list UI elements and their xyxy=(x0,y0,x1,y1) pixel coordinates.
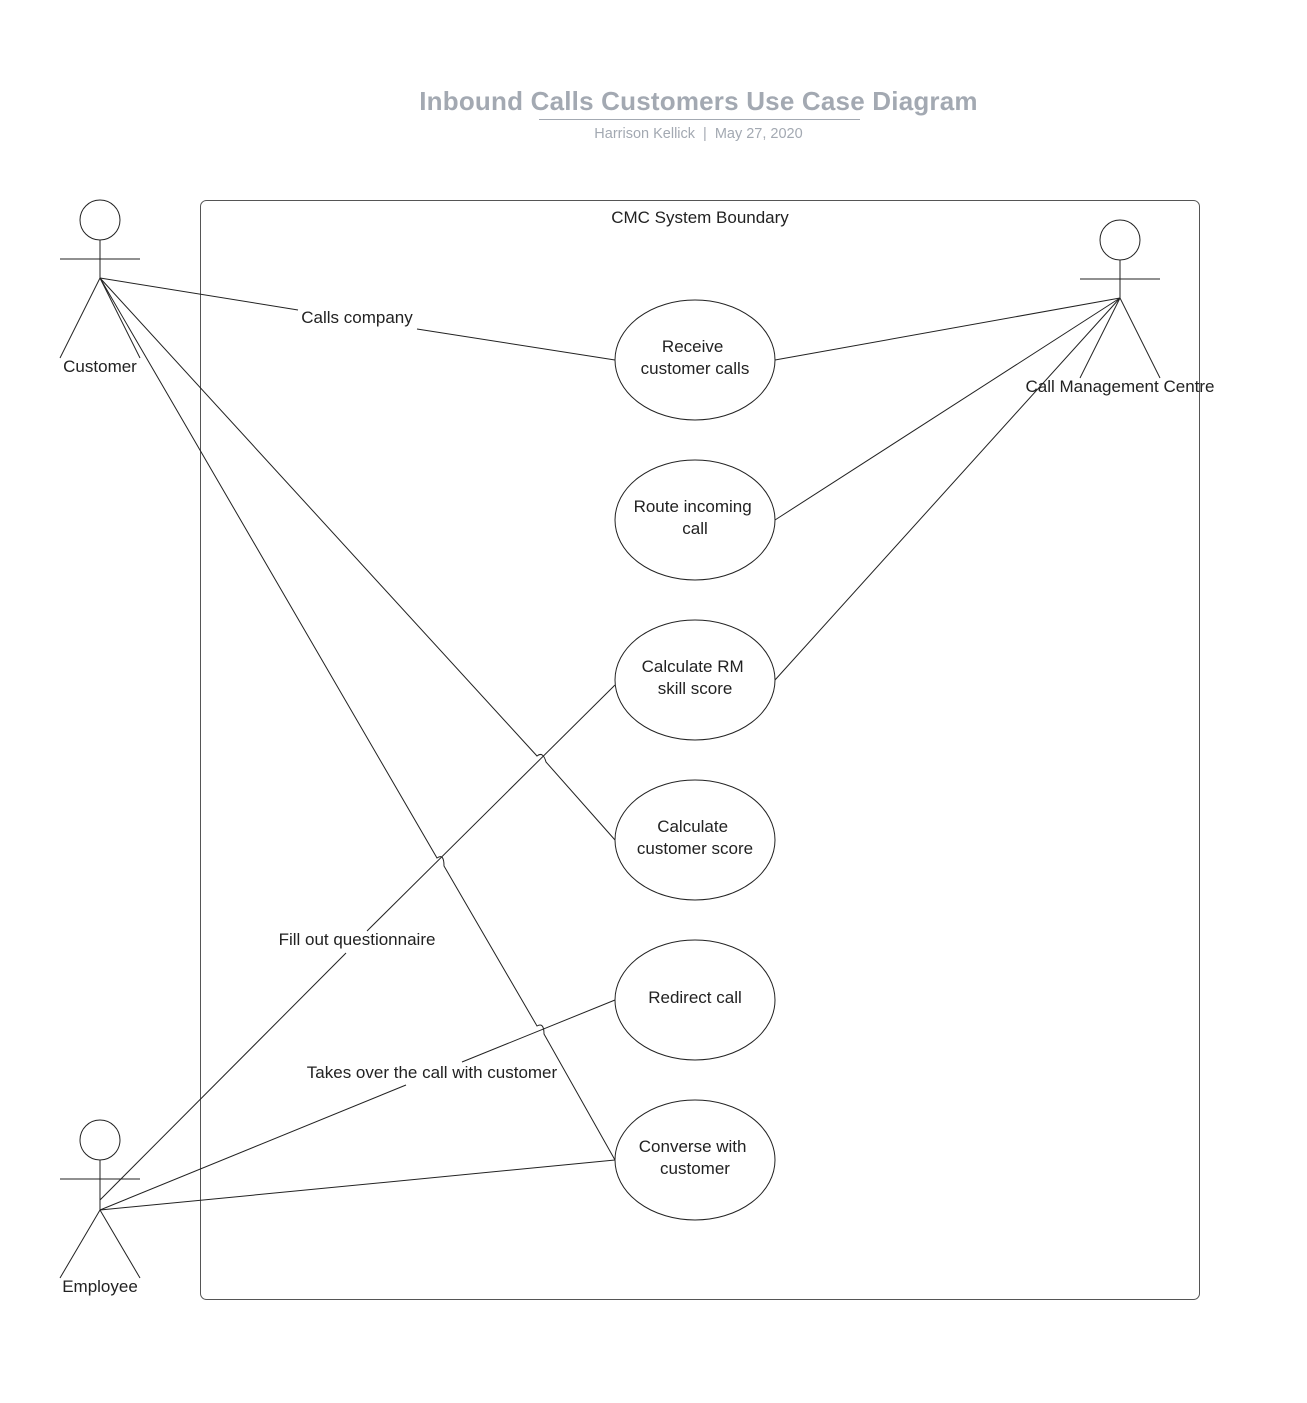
use-case-ellipse[interactable] xyxy=(614,1099,776,1221)
svg-text:Converse with customer: Converse with customer xyxy=(639,1137,751,1178)
diagram-header: Inbound Calls Customers Use Case Diagram xyxy=(0,84,1307,118)
use-case-converse[interactable]: Converse with customer xyxy=(614,1099,776,1221)
associations xyxy=(99,277,1121,1211)
use-case-ellipse[interactable] xyxy=(614,619,776,741)
use-case-redirect-call[interactable]: Redirect call xyxy=(614,939,776,1061)
actor-leg-left xyxy=(59,1209,101,1279)
actor-customer[interactable] xyxy=(59,199,141,359)
label-takes-over-call: Takes over the call with customer xyxy=(307,1063,558,1082)
actor-leg-right xyxy=(1119,297,1161,379)
actor-leg-right xyxy=(99,277,141,359)
actor-head-icon xyxy=(79,1119,121,1161)
assoc-employee-rmscore[interactable] xyxy=(99,952,347,1201)
actor-head-icon xyxy=(1099,219,1141,261)
system-boundary[interactable] xyxy=(200,200,1200,1300)
assoc-customer-custscore[interactable] xyxy=(99,277,616,841)
svg-text:Calculate customer score: Calculate customer score xyxy=(637,817,753,858)
assoc-centre-route[interactable] xyxy=(774,297,1121,521)
svg-text:Route incoming call: Route incoming call xyxy=(634,497,757,538)
actor-leg-left xyxy=(1079,297,1121,379)
use-case-line: customer xyxy=(660,1159,730,1178)
actor-customer-label: Customer xyxy=(63,357,137,376)
use-case-ellipse[interactable] xyxy=(614,299,776,421)
actor-employee-label: Employee xyxy=(62,1277,138,1296)
use-case-line: customer calls xyxy=(641,359,750,378)
svg-text:Receive customer calls: Receive customer calls xyxy=(641,337,750,378)
actor-call-management-centre[interactable] xyxy=(1079,219,1161,379)
label-calls-company: Calls company xyxy=(301,308,413,327)
use-case-ellipse[interactable] xyxy=(614,939,776,1061)
diagram-title: Inbound Calls Customers Use Case Diagram xyxy=(419,86,978,116)
title-underline xyxy=(539,119,860,120)
diagram-date: May 27, 2020 xyxy=(714,126,803,142)
use-case-line: call xyxy=(682,519,708,538)
actor-leg-left xyxy=(59,277,101,359)
use-case-route-call[interactable]: Route incoming call xyxy=(614,459,776,581)
use-case-line: Calculate xyxy=(657,817,728,836)
author-name: Harrison Kellick xyxy=(594,126,696,142)
diagram-subtitle: Harrison Kellick | May 27, 2020 xyxy=(0,126,1307,142)
actor-employee[interactable] xyxy=(59,1119,141,1279)
use-case-receive-calls[interactable]: Receive customer calls xyxy=(614,299,776,421)
actor-head-icon xyxy=(79,199,121,241)
use-case-line: Converse with xyxy=(639,1137,747,1156)
svg-text:Redirect call: Redirect call xyxy=(648,988,742,1007)
use-case-ellipse[interactable] xyxy=(614,779,776,901)
label-fill-questionnaire: Fill out questionnaire xyxy=(279,930,436,949)
use-case-line: customer score xyxy=(637,839,753,858)
use-case-line: Calculate RM xyxy=(642,657,744,676)
use-case-line: skill score xyxy=(658,679,733,698)
assoc-customer-converse[interactable] xyxy=(99,277,616,1161)
assoc-employee-converse[interactable] xyxy=(99,1159,616,1211)
actor-call-management-centre-label: Call Management Centre xyxy=(1026,377,1215,396)
assoc-customer-receive-2[interactable] xyxy=(416,328,616,361)
assoc-employee-redirect[interactable] xyxy=(99,1084,407,1211)
assoc-centre-rmscore[interactable] xyxy=(774,297,1121,681)
subtitle-separator: | xyxy=(703,126,707,142)
assoc-customer-receive[interactable] xyxy=(99,277,299,311)
actor-leg-right xyxy=(99,1209,141,1279)
use-case-rm-skill-score[interactable]: Calculate RM skill score xyxy=(614,619,776,741)
use-case-line: Redirect call xyxy=(648,988,742,1007)
system-boundary-label: CMC System Boundary xyxy=(611,208,789,227)
svg-text:Calculate RM skill score: Calculate RM skill score xyxy=(642,657,749,698)
assoc-employee-rmscore-2[interactable] xyxy=(366,684,616,932)
use-case-line: Receive xyxy=(662,337,723,356)
assoc-centre-receive[interactable] xyxy=(774,297,1121,361)
use-case-customer-score[interactable]: Calculate customer score xyxy=(614,779,776,901)
assoc-employee-redirect-2[interactable] xyxy=(461,999,616,1063)
use-case-line: Route incoming xyxy=(634,497,752,516)
use-case-ellipse[interactable] xyxy=(614,459,776,581)
